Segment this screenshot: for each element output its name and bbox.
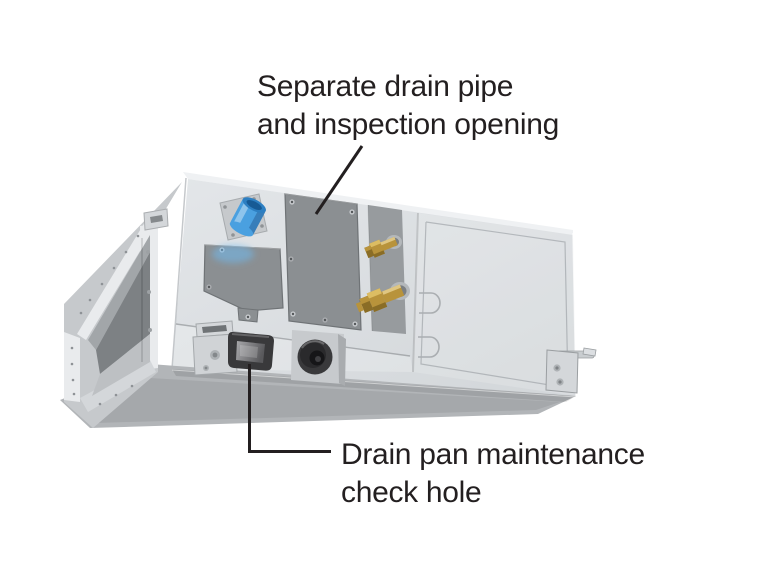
hanger-bracket-right [545, 347, 597, 394]
unit-bottom-face [60, 364, 577, 428]
air-inlet-duct-flange [64, 182, 182, 428]
flange-screws [146, 250, 152, 332]
leader-line-bottom [248, 364, 331, 453]
label-drain-pipe-inspection: Separate drain pipe and inspection openi… [257, 68, 559, 144]
inspection-opening-panel [284, 193, 362, 331]
refrigerant-connection-plate [367, 204, 406, 334]
hanger-bracket-left [192, 320, 238, 376]
panel-hook-cutout [418, 336, 440, 358]
panel-hook-cutout [419, 292, 441, 314]
refrigerant-fitting-small [364, 235, 402, 259]
label-drain-pipe-line2: and inspection opening [257, 108, 559, 141]
label-drain-pan-check-hole: Drain pan maintenance check hole [341, 436, 645, 512]
drain-pipe-blue [229, 197, 266, 237]
leader-line-top [314, 145, 364, 215]
label-check-hole-line1: Drain pan maintenance [341, 438, 645, 471]
drain-grommet [291, 330, 346, 386]
drain-pipe-assembly [212, 193, 268, 263]
drain-pipe-shadow [212, 245, 254, 263]
refrigerant-fitting-large [355, 282, 410, 314]
label-drain-pipe-line1: Separate drain pipe [257, 70, 514, 103]
unit-top-face [183, 172, 573, 236]
label-check-hole-line2: check hole [341, 476, 482, 509]
hanger-bracket-top [143, 208, 169, 231]
drain-pan-check-hole [228, 332, 274, 371]
